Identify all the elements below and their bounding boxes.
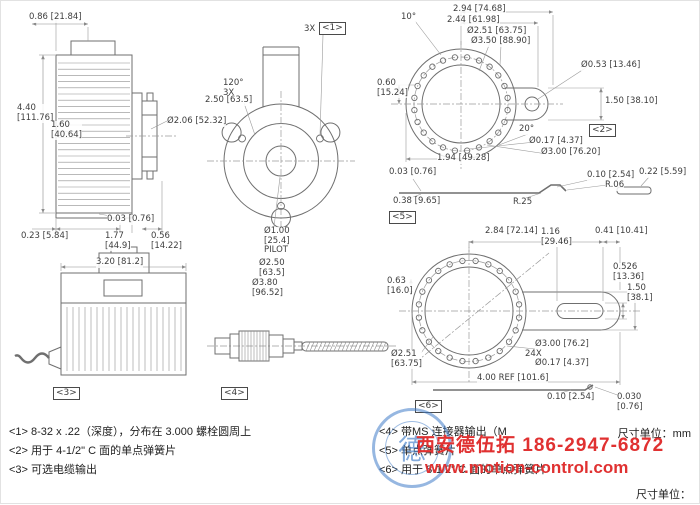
view-cable-output bbox=[14, 246, 187, 376]
dimension-label: 20° bbox=[519, 124, 535, 135]
view-ms-connector bbox=[207, 330, 397, 362]
dimension-label: 4.40 [111.76] bbox=[17, 103, 54, 124]
dimension-label: 0.60 [15.24] bbox=[377, 78, 408, 99]
view-flange-8half bbox=[399, 240, 641, 385]
dimension-label: Ø2.50 [63.5] bbox=[259, 258, 285, 279]
dimension-label: 0.23 [5.84] bbox=[21, 231, 69, 242]
dimension-label: Ø3.00 [76.20] bbox=[541, 147, 601, 158]
dimension-label: 1.50 [38.1] bbox=[627, 283, 653, 304]
dimension-label: Ø0.17 [4.37] bbox=[535, 358, 589, 369]
dimension-label: 1.94 [49.28] bbox=[437, 153, 490, 164]
dimension-label: 0.86 [21.84] bbox=[29, 12, 82, 23]
dimension-label: Ø2.51 [63.75] bbox=[391, 349, 422, 370]
view-label-1: <1> bbox=[319, 22, 346, 35]
dimension-label: 0.38 [9.65] bbox=[393, 196, 441, 207]
unit-label-bottom: 尺寸单位： bbox=[636, 489, 691, 501]
watermark-vendor-phone: 西安德伍拓 186-2947-6872 bbox=[416, 435, 665, 456]
view-label-2: <2> bbox=[589, 124, 616, 137]
note-2: <2> 用于 4-1/2" C 面的单点弹簧片 bbox=[9, 445, 177, 457]
dimension-label: 2.94 [74.68] bbox=[453, 4, 506, 15]
dimension-label: Ø2.51 [63.75] bbox=[467, 26, 527, 37]
dimension-label: 0.03 [0.76] bbox=[389, 167, 437, 178]
dimension-label: 2.50 [63.5] bbox=[205, 95, 253, 106]
dimension-label: Ø1.00 [25.4] PILOT bbox=[264, 226, 290, 256]
dimension-label: 120° 3X bbox=[223, 78, 244, 99]
notes-left: <1> 8-32 x .22（深度），分布在 3.000 螺栓圆周上 <2> 用… bbox=[9, 423, 251, 480]
dimension-label: R.06 bbox=[605, 180, 625, 191]
view-front-encoder bbox=[207, 34, 355, 235]
dimension-label: 3X bbox=[304, 24, 316, 35]
dimension-label: 0.10 [2.54] bbox=[587, 170, 635, 181]
dimension-label: 0.22 [5.59] bbox=[639, 167, 687, 178]
dimension-label: 3.20 [81.2] bbox=[96, 257, 144, 268]
note-3: <3> 可选电缆输出 bbox=[9, 464, 98, 476]
dimension-label: 0.030 [0.76] bbox=[617, 392, 643, 413]
dimension-label: 0.10 [2.54] bbox=[547, 392, 595, 403]
watermark-website: www.motion-control.com bbox=[425, 458, 629, 477]
dimension-label: Ø2.06 [52.32] bbox=[167, 116, 227, 127]
drawing-canvas bbox=[14, 9, 652, 398]
note-1: <1> 8-32 x .22（深度），分布在 3.000 螺栓圆周上 bbox=[9, 426, 252, 438]
dimension-label: 24X bbox=[525, 349, 542, 360]
dimension-label: 0.03 [0.76] bbox=[107, 214, 155, 225]
dimension-label: Ø0.17 [4.37] bbox=[529, 136, 583, 147]
dimension-label: 0.63 [16.0] bbox=[387, 276, 413, 297]
view-label-4: <4> bbox=[221, 387, 248, 400]
dimension-label: 2.44 [61.98] bbox=[447, 15, 500, 26]
dimension-label: 1.50 [38.10] bbox=[605, 96, 658, 107]
dimension-label: Ø0.53 [13.46] bbox=[581, 60, 641, 71]
vendor-logo-watermark: 德 bbox=[372, 408, 452, 488]
dimension-label: 0.56 [14.22] bbox=[151, 231, 182, 252]
dimension-label: Ø3.80 [96.52] bbox=[252, 278, 283, 299]
view-label-3: <3> bbox=[53, 387, 80, 400]
dimension-label: 0.526 [13.36] bbox=[613, 262, 644, 283]
logo-character: 德 bbox=[397, 433, 426, 466]
dimension-label: Ø3.50 [88.90] bbox=[471, 36, 531, 47]
dimension-label: 1.16 [29.46] bbox=[541, 227, 572, 248]
dimension-label: 4.00 REF [101.6] bbox=[477, 373, 549, 384]
unit-label-top: 尺寸单位：mm bbox=[617, 428, 691, 440]
dimension-label: R.25 bbox=[513, 197, 533, 208]
dimension-label: 1.77 [44.9] bbox=[105, 231, 131, 252]
view-label-5: <5> bbox=[389, 211, 416, 224]
dimension-label: 0.41 [10.41] bbox=[595, 226, 648, 237]
logo-ring: 德 bbox=[385, 421, 439, 475]
dimension-label: 10° bbox=[401, 12, 417, 23]
dimension-label: 1.60 [40.64] bbox=[51, 120, 82, 141]
dimension-label: 2.84 [72.14] bbox=[485, 226, 538, 237]
dimension-label: Ø3.00 [76.2] bbox=[535, 339, 589, 350]
